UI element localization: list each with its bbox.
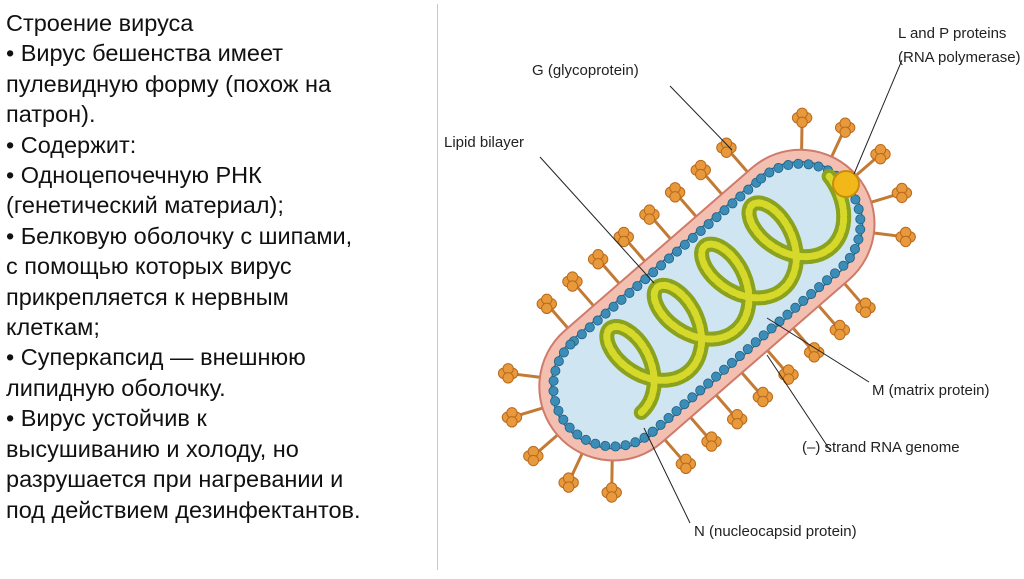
spike-stem [705, 175, 722, 195]
spike-stem [538, 435, 558, 452]
text-line: • Суперкапсид — внешнюю [6, 342, 431, 372]
spike-head [681, 463, 691, 473]
label-glycoprotein: G (glycoprotein) [532, 62, 639, 79]
spike-stem [793, 328, 810, 348]
spike-stem [716, 395, 733, 415]
text-line: пулевидную форму (похож на [6, 69, 431, 99]
text-line: Строение вируса [6, 8, 431, 38]
spike-stem [871, 195, 896, 203]
text-line: высушиванию и холоду, но [6, 434, 431, 464]
spike-stem [679, 197, 696, 217]
spike-head [797, 117, 807, 127]
text-line: с помощью которых вирус [6, 251, 431, 281]
spike-stem [628, 241, 645, 261]
spike-head [644, 214, 654, 224]
spike-head [840, 127, 850, 137]
text-line: • Вирус бешенства имеет [6, 38, 431, 68]
spike-stem [571, 454, 582, 478]
spike-head [875, 154, 885, 164]
label-matrix: M (matrix protein) [872, 382, 990, 399]
spike-stem [665, 440, 682, 460]
spike-head [809, 352, 819, 362]
text-line: (генетический материал); [6, 190, 431, 220]
virus-diagram: G (glycoprotein) Lipid bilayer L and P p… [432, 0, 1024, 574]
label-lipid-bilayer: Lipid bilayer [444, 134, 524, 151]
description-text: Строение вируса • Вирус бешенства имеет … [6, 8, 431, 525]
spike-head [503, 373, 513, 383]
spike-head [542, 303, 552, 313]
spike-head [593, 259, 603, 269]
label-lp-line2: (RNA polymerase) [898, 49, 1021, 66]
text-line: разрушается при нагревании и [6, 464, 431, 494]
spike-stem [602, 264, 619, 284]
spike-stem [653, 219, 670, 239]
label-nucleocapsid: N (nucleocapsid protein) [694, 523, 857, 540]
text-line: прикрепляется к нервным [6, 282, 431, 312]
spike-stem [730, 152, 747, 172]
spike-head [758, 396, 768, 406]
spike-head [900, 236, 910, 246]
text-line: липидную оболочку. [6, 373, 431, 403]
spike-stem [742, 373, 759, 393]
spike-stem [819, 306, 836, 326]
text-line: клеткам; [6, 312, 431, 342]
leader-glycoprotein [670, 86, 732, 150]
text-line: под действием дезинфектантов. [6, 495, 431, 525]
spike-head [897, 192, 907, 202]
virus-diagram-svg: G (glycoprotein) Lipid bilayer L and P p… [432, 0, 1024, 574]
spike-head [528, 455, 538, 465]
spike-head [732, 419, 742, 429]
label-rna: (–) strand RNA genome [802, 439, 960, 456]
spike-head [567, 281, 577, 291]
spike-stem [518, 408, 543, 416]
spike-stem [832, 133, 843, 157]
spike-head [563, 482, 573, 492]
text-line: • Белковую оболочку с шипами, [6, 221, 431, 251]
label-lp-line1: L and P proteins [898, 25, 1006, 42]
spike-head [607, 492, 617, 502]
text-line: • Содержит: [6, 130, 431, 160]
spike-head [507, 417, 517, 427]
polymerase-protein [833, 171, 859, 197]
spike-head [696, 169, 706, 179]
spike-head [706, 441, 716, 451]
spike-stem [845, 284, 862, 304]
spike-stem [551, 308, 568, 328]
spike-stem [576, 286, 593, 306]
leader-rna [767, 355, 830, 450]
spike-head [860, 307, 870, 317]
spike-head [835, 329, 845, 339]
text-line: патрон). [6, 99, 431, 129]
spike-head [670, 192, 680, 202]
spike-stem [691, 417, 708, 437]
text-line: • Одноцепочечную РНК [6, 160, 431, 190]
text-line: • Вирус устойчив к [6, 403, 431, 433]
